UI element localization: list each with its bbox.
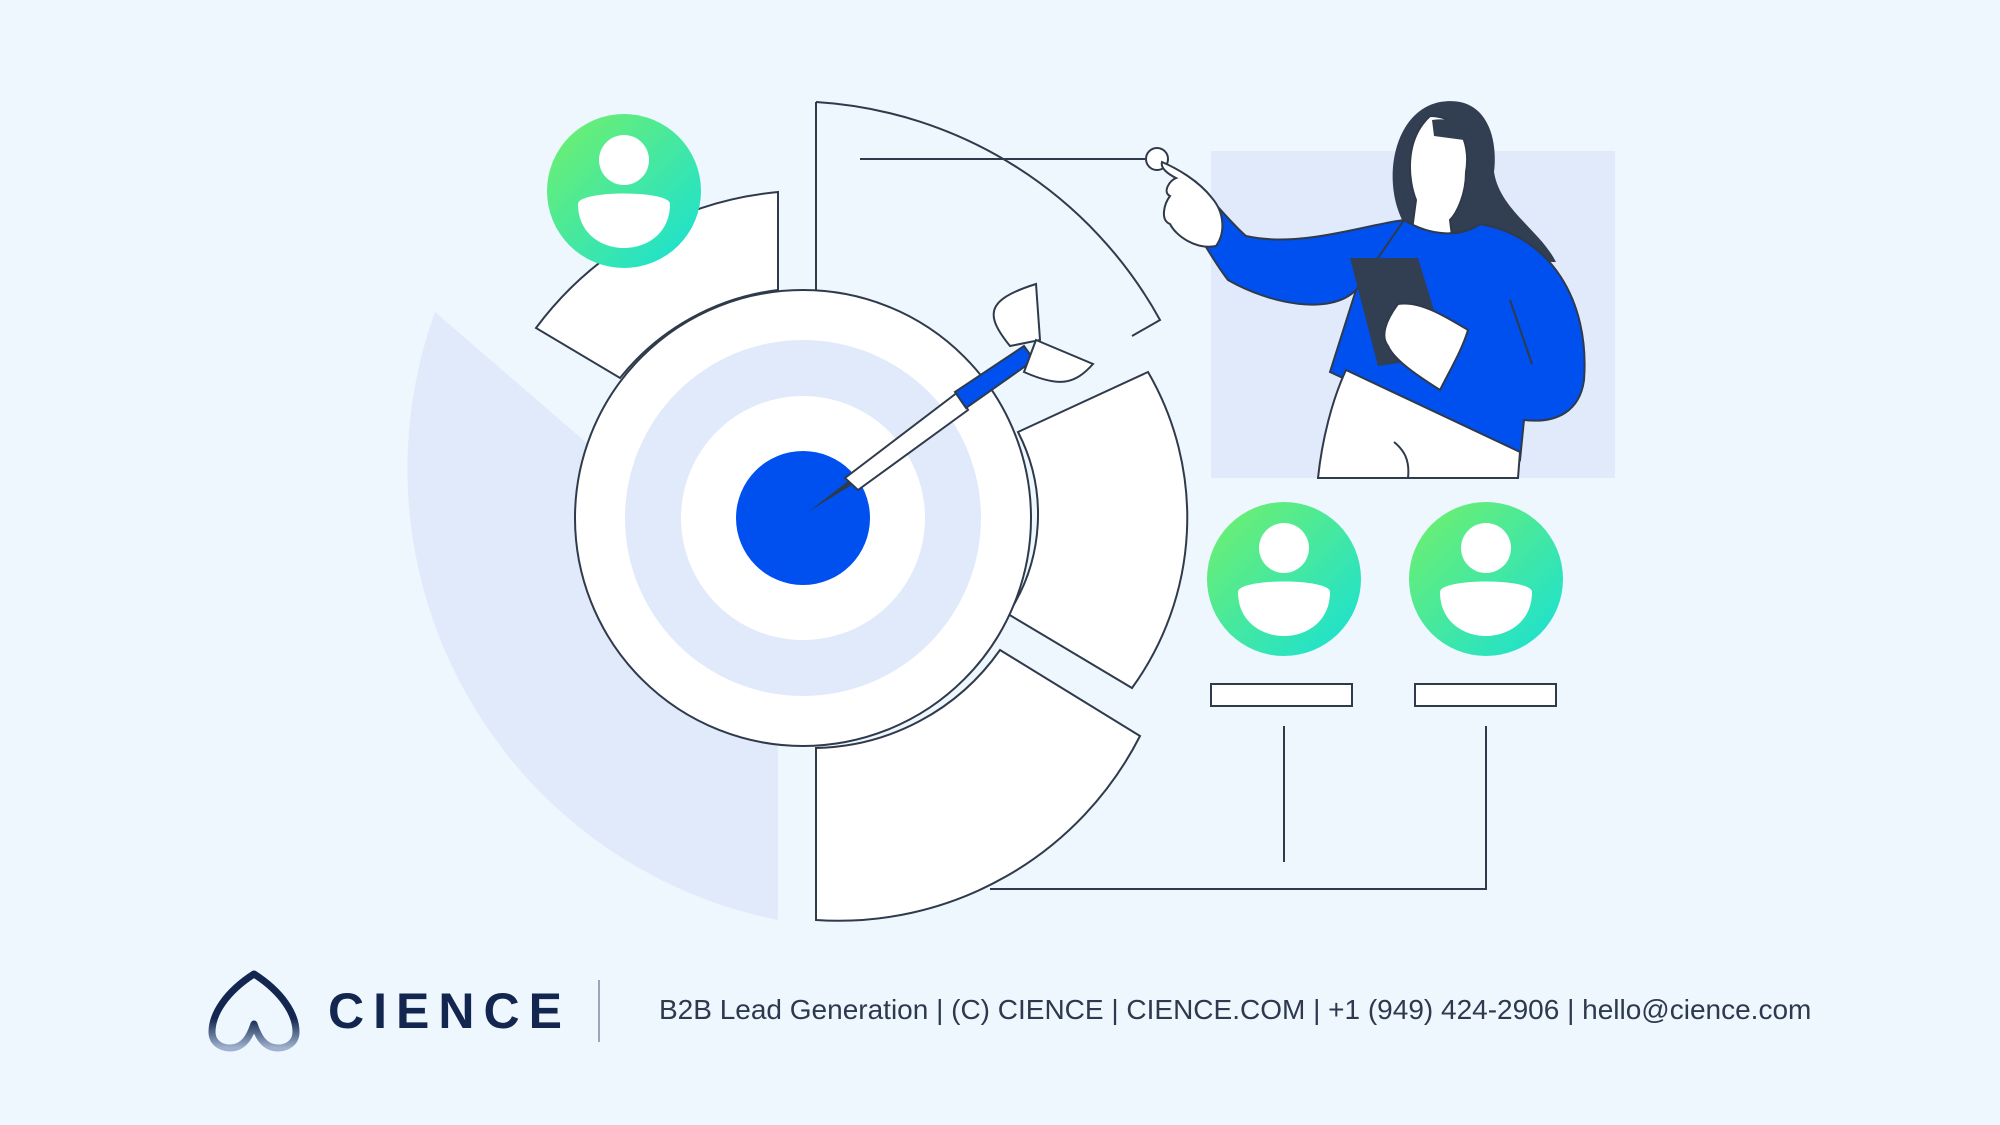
background-wedge bbox=[407, 312, 778, 920]
dart-icon bbox=[808, 282, 1095, 512]
user-avatar-icon bbox=[1409, 502, 1563, 656]
connector-line bbox=[990, 726, 1487, 890]
user-avatar-icon bbox=[547, 114, 701, 268]
cience-leaf-logo-icon bbox=[208, 970, 300, 1052]
name-placeholder-bar bbox=[1414, 683, 1557, 707]
name-placeholder-bar bbox=[1210, 683, 1353, 707]
presenter-woman-icon bbox=[1160, 101, 1586, 479]
segment-right bbox=[1006, 370, 1189, 690]
user-avatar-icon bbox=[1207, 502, 1361, 656]
segment-bottom bbox=[815, 648, 1142, 922]
brand-name: CIENCE bbox=[328, 983, 571, 1039]
target-icon bbox=[574, 289, 1032, 747]
footer-contact-info: B2B Lead Generation | (C) CIENCE | CIENC… bbox=[659, 994, 1812, 1025]
cience-logo[interactable]: CIENCE bbox=[206, 970, 571, 1052]
segment-top-arc bbox=[815, 101, 1162, 337]
footer-divider bbox=[598, 980, 600, 1042]
